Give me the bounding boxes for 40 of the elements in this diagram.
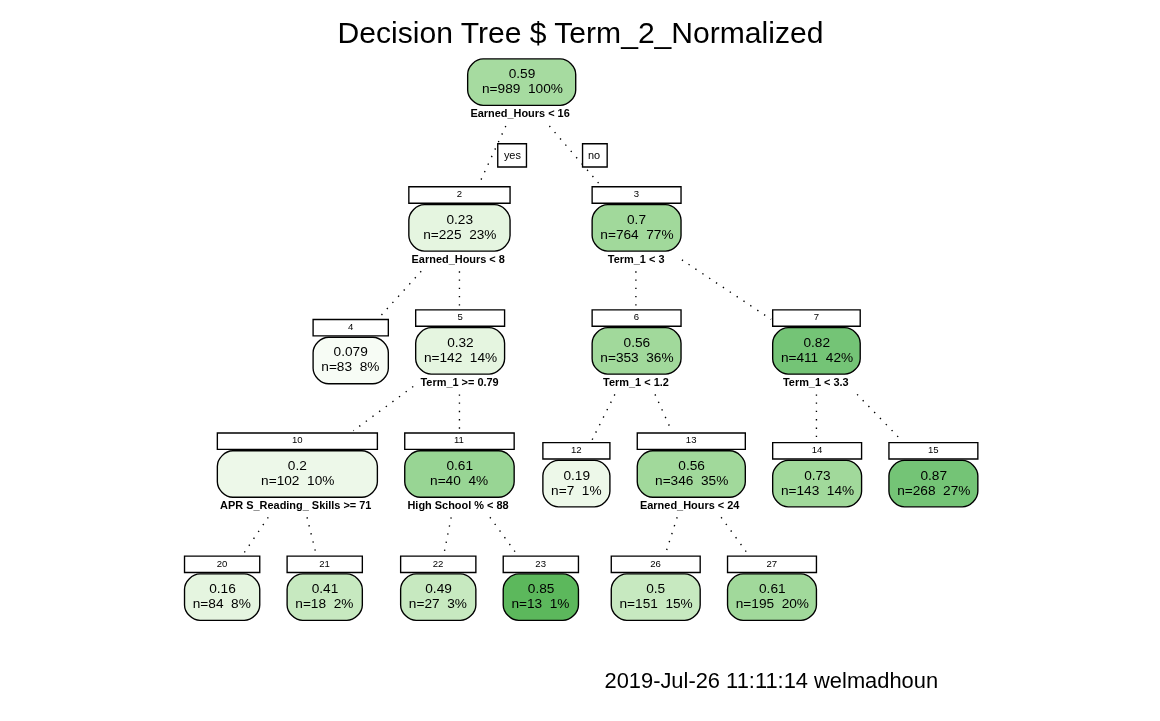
node-label: 14 bbox=[811, 443, 822, 455]
connector bbox=[590, 393, 616, 441]
node-label: APR S_Reading_ Skills >= 71 bbox=[219, 498, 371, 511]
node-label: 15 bbox=[927, 443, 939, 455]
node-label: Term_1 < 3 bbox=[607, 252, 665, 265]
diagram-title: Decision Tree $ Term_2_Normalized bbox=[337, 16, 823, 50]
node-label: 13 bbox=[685, 434, 696, 446]
node-label: Earned_Hours < 8 bbox=[411, 252, 505, 265]
node-label: 6 bbox=[633, 311, 639, 323]
node-label: 4 bbox=[347, 320, 353, 332]
connector bbox=[458, 393, 460, 432]
connector bbox=[680, 259, 772, 321]
node-label: Term_1 >= 0.79 bbox=[419, 375, 499, 388]
connector bbox=[488, 516, 517, 555]
node-label: 7 bbox=[813, 311, 819, 323]
node-label: 2 bbox=[456, 188, 462, 200]
connector bbox=[719, 516, 748, 555]
node-label: Earned_Hours < 16 bbox=[469, 106, 570, 119]
connector bbox=[548, 125, 600, 185]
connector bbox=[378, 270, 422, 318]
node-label: 5 bbox=[456, 311, 463, 323]
node-label: 27 bbox=[766, 557, 777, 569]
caption: 2019-Jul-26 11:11:14 welmadhoun bbox=[603, 667, 938, 693]
edge-label: no bbox=[587, 148, 600, 161]
node-label: High School % < 88 bbox=[406, 498, 509, 511]
node-label: 12 bbox=[570, 443, 582, 455]
node-label: 3 bbox=[633, 188, 639, 200]
node-label: 21 bbox=[318, 557, 330, 569]
node-label: 20 bbox=[216, 557, 227, 569]
node-label: Term_1 < 3.3 bbox=[782, 375, 849, 388]
node-label: 22 bbox=[432, 557, 443, 569]
connector bbox=[352, 385, 414, 432]
node-label: 23 bbox=[534, 557, 546, 569]
connector bbox=[242, 516, 269, 555]
node-label: 26 bbox=[649, 557, 661, 569]
node-label: 10 bbox=[291, 434, 303, 446]
node-label: Term_1 < 1.2 bbox=[602, 375, 669, 388]
node-label: Earned_Hours < 24 bbox=[639, 498, 739, 511]
node-label: 11 bbox=[453, 434, 464, 446]
edge-label: yes bbox=[503, 148, 521, 161]
